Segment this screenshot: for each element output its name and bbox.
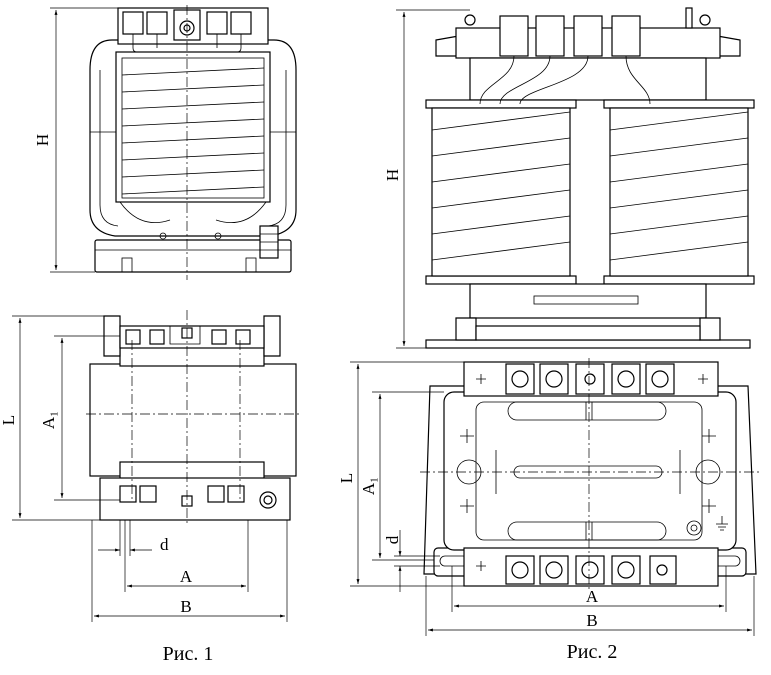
- fig2-dim-l-label: L: [337, 473, 356, 483]
- fig1-caption: Рис. 1: [163, 643, 214, 665]
- fig1-front-view: H: [33, 5, 297, 280]
- fig2-dim-h-label: H: [383, 169, 402, 181]
- fig2-dim-a-label: A: [586, 587, 599, 606]
- fig2-caption: Рис. 2: [567, 641, 618, 663]
- fig2-top-view: L A₁ d A B Рис. 2: [337, 358, 760, 663]
- fig1-dim-b-label: B: [180, 597, 191, 616]
- fig1-dim-h-label: H: [33, 134, 52, 146]
- fig1-dim-d-label: d: [160, 535, 169, 554]
- fig1-dim-a-label: A: [180, 567, 193, 586]
- fig1-dim-l-label: L: [0, 415, 18, 425]
- fig1-top-view: L A₁ d A B Рис. 1: [0, 310, 300, 665]
- fig2-dim-b-label: B: [586, 611, 597, 630]
- fig2-front-view: H: [383, 7, 755, 349]
- fig2-dim-d-label: d: [383, 535, 402, 544]
- fig1-dim-a1-label: A₁: [39, 411, 58, 429]
- fig2-dim-a1-label: A₁: [359, 477, 378, 495]
